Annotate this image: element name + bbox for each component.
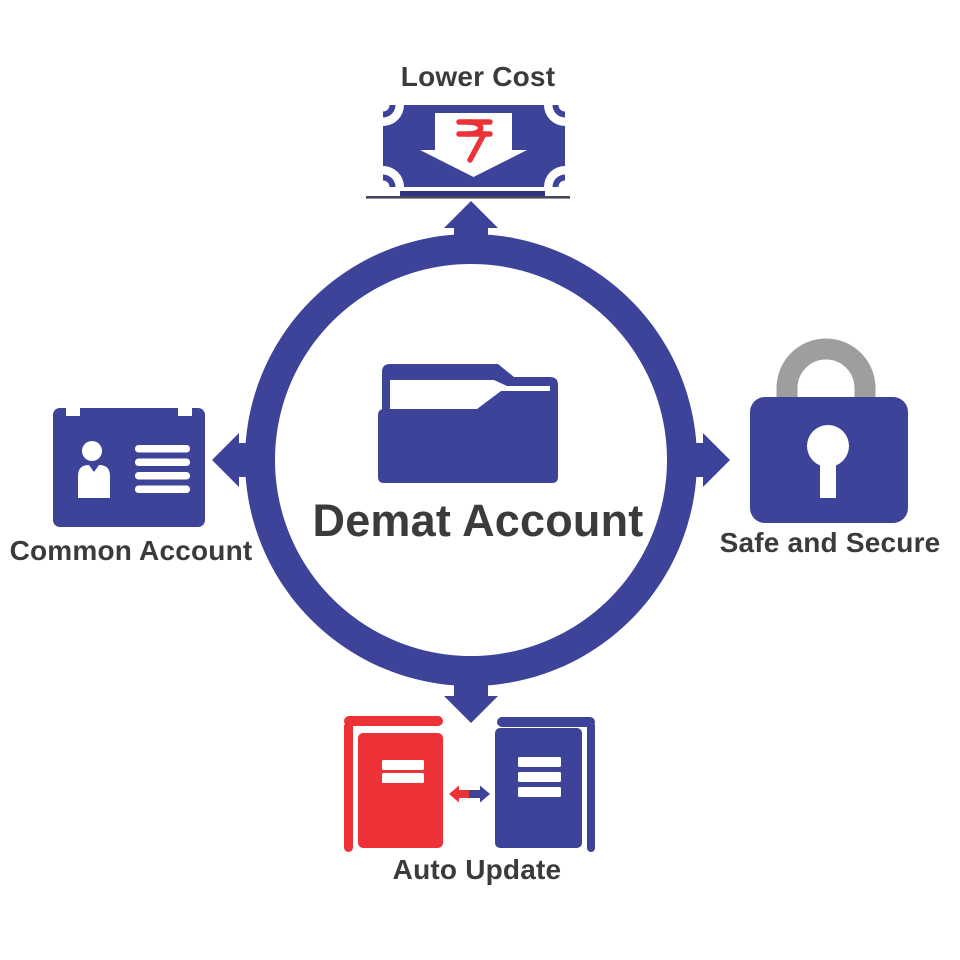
padlock-icon (750, 338, 908, 523)
down-arrow (420, 113, 527, 177)
rupee-banknote-down-arrow-icon (366, 105, 570, 199)
folder-icon (378, 364, 558, 483)
banknote-base-bar (400, 191, 545, 196)
benefit-label-safe-and-secure: Safe and Secure (719, 527, 941, 558)
benefit-label-auto-update: Auto Update (392, 854, 562, 885)
card-body (53, 408, 205, 527)
padlock-shackle (776, 338, 876, 404)
card-notch-left (66, 403, 80, 416)
arrow-left (212, 433, 262, 487)
person-head (82, 441, 102, 461)
circle-arrows-graphic (212, 201, 730, 723)
card-notch-right (178, 403, 192, 416)
banknote-corner-ornaments (383, 105, 565, 187)
folder-front (378, 391, 558, 483)
banknote-base-line (366, 196, 570, 199)
red-book (344, 716, 443, 852)
benefit-label-common-account: Common Account (9, 535, 253, 566)
center-title: Demat Account (312, 495, 644, 546)
card-text-lines (135, 445, 190, 493)
id-card-icon (53, 403, 205, 527)
arrow-down (444, 668, 498, 723)
keyhole-circle (807, 425, 849, 467)
blue-book (495, 717, 595, 852)
sync-documents-icon (344, 716, 595, 852)
sync-double-arrow (449, 785, 490, 803)
keyhole-stem (820, 448, 836, 498)
arrow-right (680, 433, 730, 487)
rupee-symbol (456, 119, 493, 163)
person-body (78, 465, 110, 498)
arrow-up (444, 201, 498, 252)
benefit-label-lower-cost: Lower Cost (400, 61, 556, 92)
